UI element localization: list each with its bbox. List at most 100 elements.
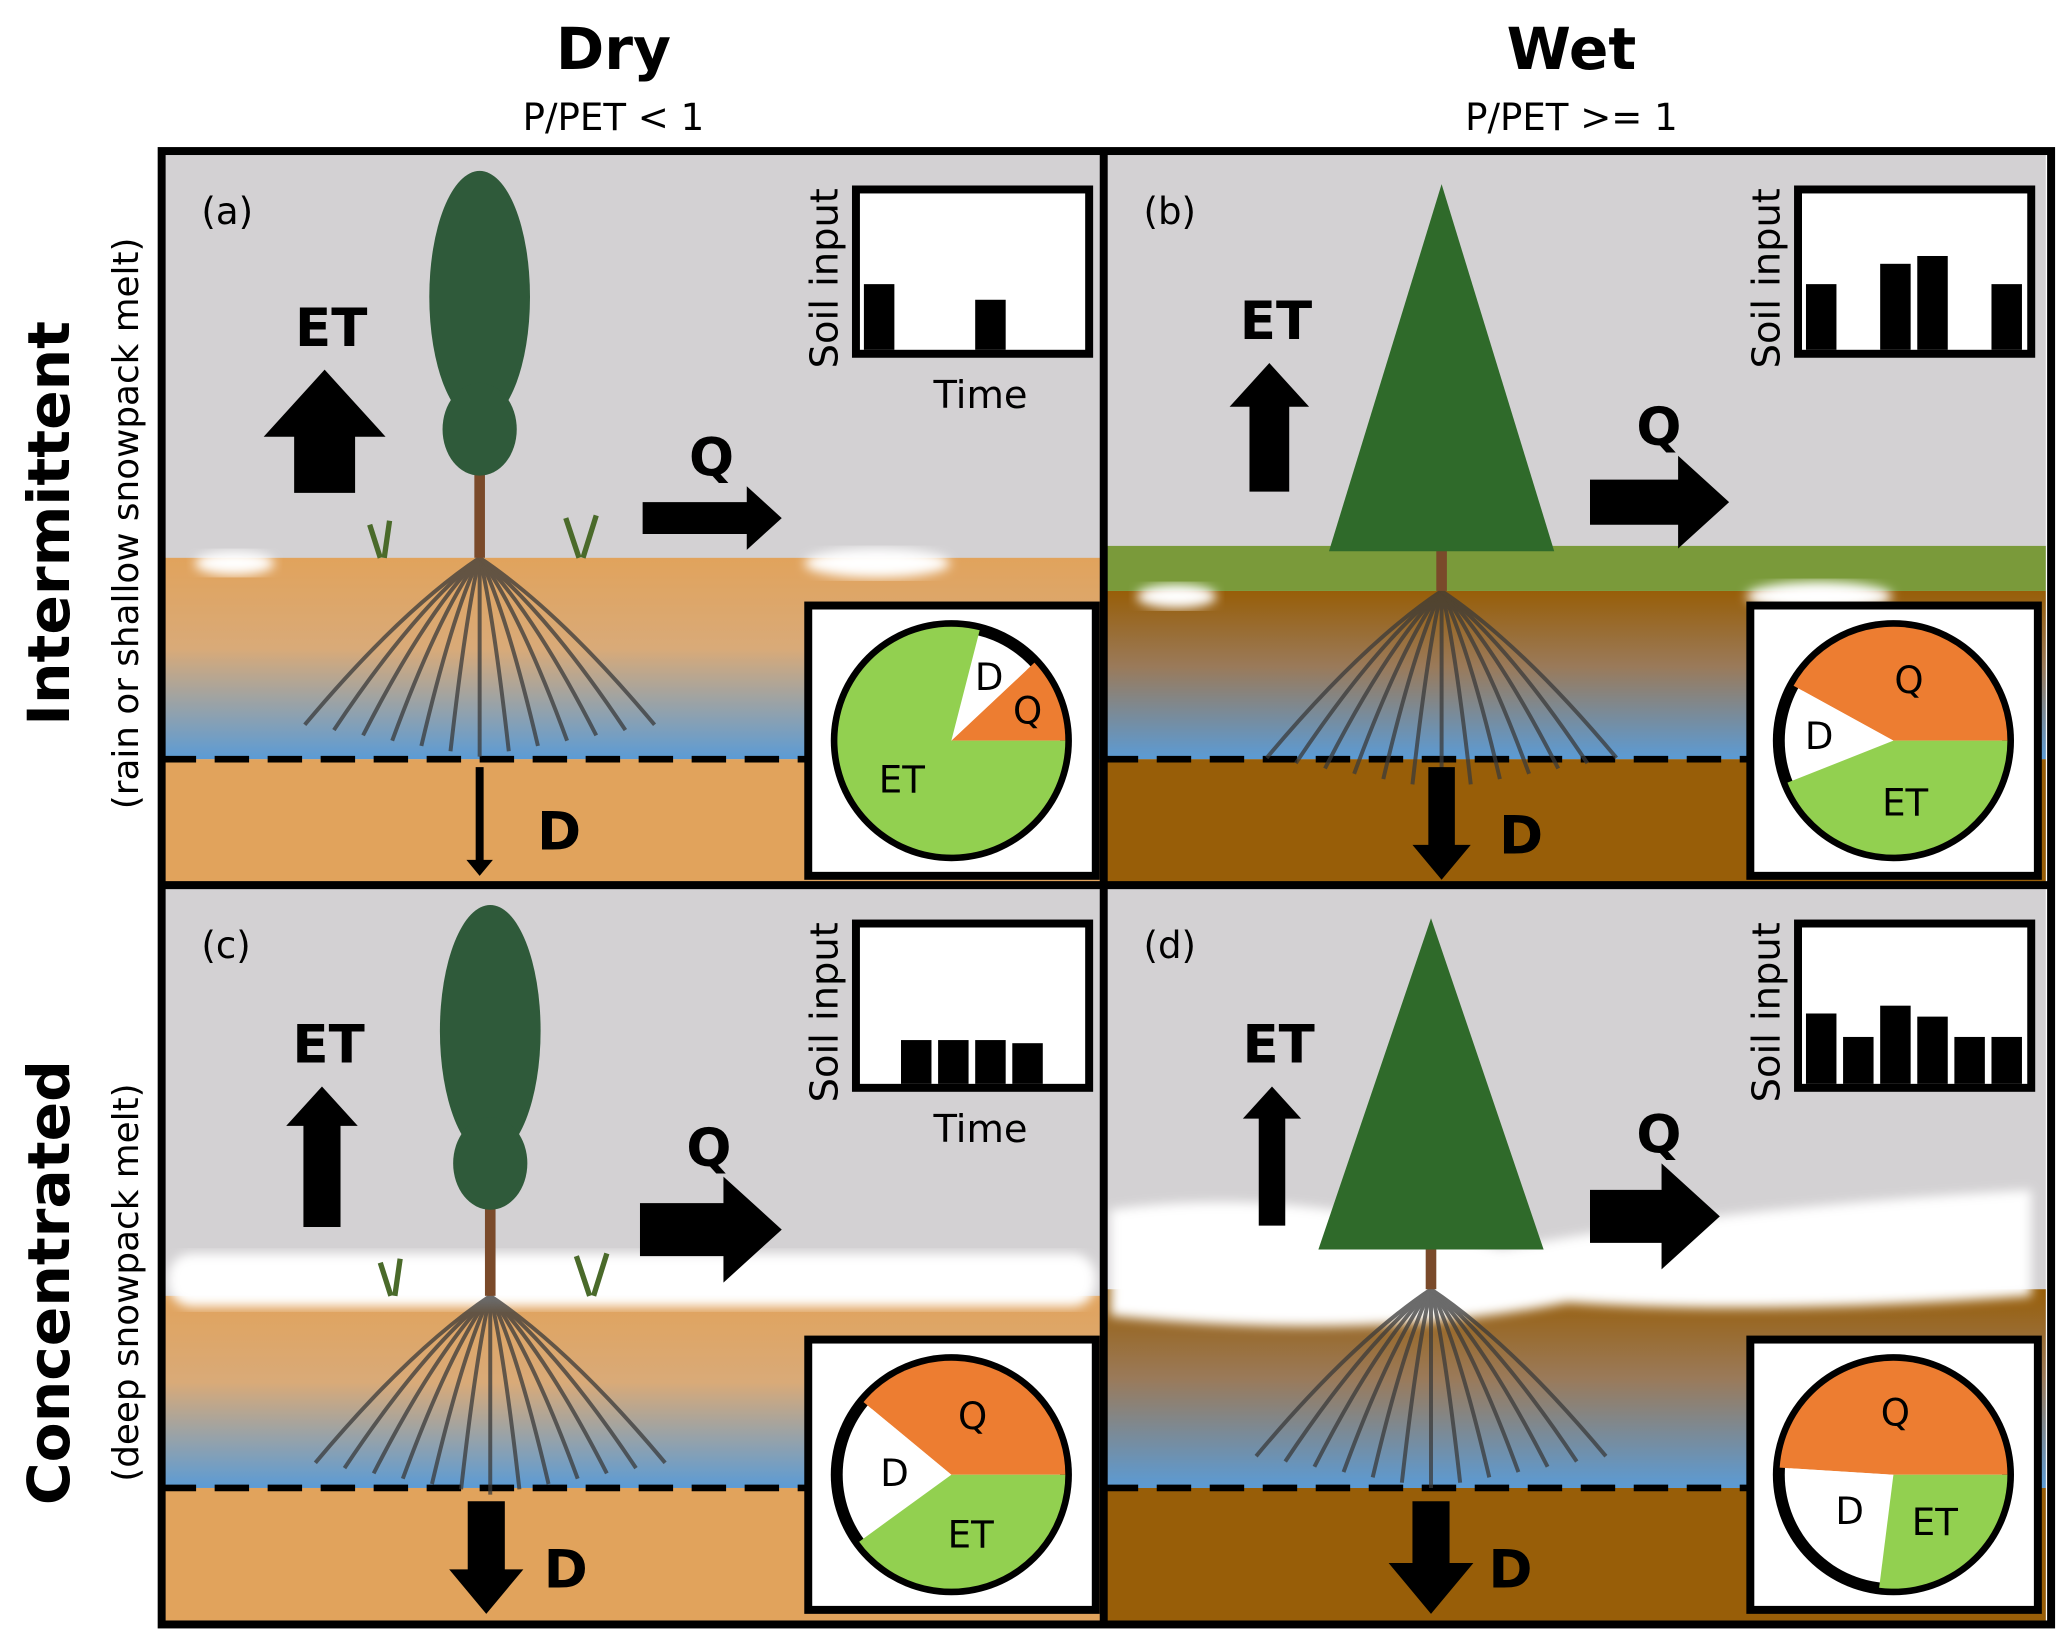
root bbox=[1254, 1287, 1433, 1458]
soil-input-bar bbox=[1012, 1043, 1043, 1084]
root bbox=[430, 1294, 493, 1485]
tree-crown bbox=[1328, 184, 1555, 552]
q-label: Q bbox=[686, 1118, 731, 1179]
root bbox=[1294, 589, 1443, 765]
root bbox=[1410, 590, 1444, 785]
root bbox=[371, 1294, 492, 1475]
root bbox=[313, 1294, 492, 1465]
root bbox=[478, 556, 569, 742]
root bbox=[419, 556, 482, 747]
soil-input-bar bbox=[1843, 1036, 1874, 1084]
et-label: ET bbox=[295, 298, 367, 359]
pie-label-d: D bbox=[975, 656, 1004, 699]
panel-label: (c) bbox=[201, 924, 250, 967]
tree bbox=[1328, 184, 1555, 591]
q-arrow bbox=[642, 486, 782, 550]
column-title-wet: Wet bbox=[1507, 15, 1637, 83]
panel-label: (b) bbox=[1143, 190, 1196, 233]
q-label: Q bbox=[1636, 397, 1681, 458]
et-arrow bbox=[286, 1086, 358, 1227]
tree bbox=[377, 904, 610, 1297]
root bbox=[448, 557, 482, 752]
soil-input-bar bbox=[975, 1040, 1006, 1084]
pie-slice-q bbox=[1793, 626, 2008, 741]
root bbox=[488, 1294, 551, 1485]
row-subtitle-intermittent: (rain or shallow snowpack melt) bbox=[106, 238, 147, 810]
et-label: ET bbox=[1240, 291, 1312, 352]
column-subtitle-wet: P/PET >= 1 bbox=[1465, 96, 1678, 139]
et-arrow bbox=[1242, 1086, 1302, 1226]
snowpack bbox=[168, 1253, 1096, 1307]
pie-label-et: ET bbox=[1882, 781, 1928, 824]
pie-slice-et bbox=[837, 626, 1066, 855]
row-title-intermittent: Intermittent bbox=[15, 321, 83, 726]
d-label: D bbox=[1489, 1539, 1533, 1600]
soil-input-bar bbox=[1880, 1005, 1911, 1084]
soil-input-bar bbox=[1805, 1013, 1837, 1084]
time-axis-label: Time bbox=[932, 1107, 1027, 1152]
root bbox=[478, 556, 628, 732]
root bbox=[1440, 589, 1619, 760]
pie-slice-d bbox=[1790, 690, 1894, 779]
column-subtitle-dry: P/PET < 1 bbox=[523, 96, 705, 139]
d-arrow bbox=[1388, 1501, 1474, 1614]
grass-meadow bbox=[1103, 545, 2046, 591]
root bbox=[1440, 589, 1531, 775]
root bbox=[1440, 589, 1560, 770]
soil-input-axis-label: Soil input bbox=[1744, 922, 1789, 1102]
row-subtitle-concentrated: (deep snowpack melt) bbox=[106, 1083, 147, 1481]
tree-crown bbox=[439, 904, 541, 1157]
pie-label-et: ET bbox=[1912, 1501, 1958, 1544]
soil-input-bar bbox=[975, 299, 1006, 350]
root bbox=[332, 556, 481, 732]
root bbox=[488, 1294, 609, 1475]
root bbox=[488, 1295, 522, 1490]
pie-slice-d bbox=[848, 1408, 952, 1536]
root bbox=[477, 556, 540, 747]
tree-crown bbox=[1318, 918, 1544, 1250]
root bbox=[1429, 1288, 1521, 1473]
root bbox=[477, 557, 511, 752]
pie-label-et: ET bbox=[879, 758, 925, 801]
panel-label: (d) bbox=[1143, 924, 1196, 967]
tree-roots bbox=[303, 556, 657, 757]
tree-crown bbox=[453, 1116, 528, 1210]
snow-patch bbox=[804, 548, 951, 578]
soil-input-chart-frame bbox=[851, 919, 1094, 1092]
pie-slice-q bbox=[951, 662, 1066, 741]
q-label: Q bbox=[1636, 1105, 1681, 1166]
tree bbox=[367, 170, 599, 559]
q-arrow bbox=[1590, 455, 1730, 549]
soil-input-bar bbox=[1917, 1016, 1948, 1084]
soil-input-bar bbox=[1954, 1036, 1985, 1084]
soil-input-bar bbox=[938, 1040, 969, 1084]
soil-input-axis-label: Soil input bbox=[802, 188, 847, 368]
pie-label-d: D bbox=[1835, 1490, 1864, 1533]
soil-input-bar bbox=[1917, 255, 1948, 350]
root bbox=[1265, 589, 1443, 760]
root bbox=[1341, 1288, 1433, 1473]
root bbox=[400, 1294, 492, 1480]
root bbox=[1381, 590, 1444, 780]
root bbox=[1323, 589, 1444, 770]
pie-slice-et bbox=[1879, 1474, 2008, 1589]
pie-slice-et bbox=[859, 1474, 1066, 1589]
column-title-dry: Dry bbox=[556, 15, 671, 83]
root bbox=[1429, 1288, 1463, 1483]
et-label: ET bbox=[1242, 1015, 1314, 1076]
root bbox=[489, 1294, 638, 1470]
q-arrow bbox=[639, 1176, 782, 1283]
tree bbox=[1318, 918, 1544, 1290]
soil-input-bar bbox=[1991, 284, 2022, 350]
soil-input-axis-label: Soil input bbox=[802, 922, 847, 1102]
root bbox=[1439, 590, 1473, 785]
pie-label-q: Q bbox=[1881, 1391, 1910, 1434]
pie-slice-d bbox=[951, 640, 1027, 741]
root bbox=[478, 556, 657, 727]
soil-input-bar bbox=[1805, 284, 1837, 350]
root bbox=[489, 1294, 667, 1465]
root bbox=[1429, 1287, 1608, 1458]
